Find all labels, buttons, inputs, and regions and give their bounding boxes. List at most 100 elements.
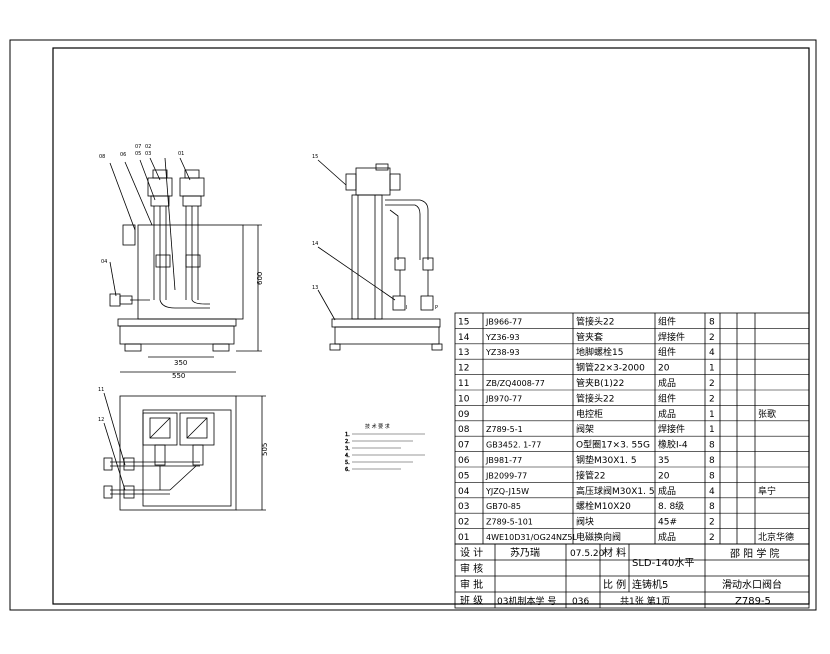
parts-cell-code: 4WE10D31/OG24NZ5L (486, 533, 578, 542)
tb-material-label: 材 料 (603, 546, 626, 559)
parts-cell-code: JB2099-77 (485, 471, 527, 480)
parts-cell-qty: 成品 (658, 377, 676, 389)
parts-cell-name: 高压球阀M30X1. 5 (576, 485, 655, 497)
parts-cell-qty: 20 (658, 471, 670, 481)
parts-cell-no: 08 (458, 425, 470, 435)
note-number: 3. (345, 446, 350, 452)
parts-cell-mat: 2 (709, 518, 715, 528)
tb-designer: 苏乃瑞 (510, 546, 540, 559)
parts-cell-no: 07 (458, 441, 469, 451)
front-dim-labels: 350 550 600 (172, 272, 264, 380)
balloon-01: 01 (178, 151, 184, 157)
parts-cell-name: 钢垫M30X1. 5 (576, 454, 637, 466)
parts-cell-name: 阀块 (576, 516, 594, 528)
parts-cell-no: 13 (458, 348, 469, 358)
parts-cell-no: 01 (458, 533, 469, 543)
parts-cell-mat: 2 (709, 333, 715, 343)
parts-cell-qty: 组件 (658, 346, 676, 358)
parts-cell-no: 05 (458, 471, 469, 481)
parts-cell-mat: 8 (709, 471, 715, 481)
front-view (109, 157, 262, 373)
notes-title: 技 术 要 求 (365, 423, 390, 430)
parts-cell-name: 电控柜 (576, 408, 603, 420)
tb-sheets: 共1张 第1页 (620, 595, 670, 607)
parts-cell-code: YZ38-93 (485, 348, 520, 357)
parts-cell-note: 张歌 (758, 408, 776, 420)
tb-design-label: 设 计 (460, 546, 483, 559)
plan-balloons: 11 12 (98, 387, 104, 423)
note-number: 5. (345, 460, 350, 466)
balloon-13: 13 (312, 285, 318, 291)
parts-cell-no: 03 (458, 502, 469, 512)
mark-i: I (406, 305, 407, 311)
parts-cell-qty: 成品 (658, 485, 676, 497)
parts-cell-code: JB981-77 (485, 456, 522, 465)
balloon-03: 03 (145, 151, 151, 157)
parts-cell-code: JB966-77 (485, 317, 522, 326)
note-number: 6. (345, 467, 350, 473)
parts-cell-name: 电磁换向阀 (576, 531, 621, 543)
parts-cell-qty: 焊接件 (658, 423, 685, 435)
parts-cell-mat: 2 (709, 533, 715, 543)
parts-cell-no: 04 (458, 487, 470, 497)
parts-cell-mat: 2 (709, 379, 715, 389)
technical-notes: 技 术 要 求 1.2.3.4.5.6. (345, 423, 425, 473)
parts-cell-name: 接管22 (576, 469, 605, 481)
tb-draw-label: 审 核 (460, 562, 483, 575)
plan-view (103, 392, 266, 511)
parts-cell-name: 管夹B(1)22 (576, 377, 624, 389)
dim-width-outer: 550 (172, 372, 185, 380)
parts-cell-mat: 8 (709, 317, 715, 327)
balloon-11: 11 (98, 387, 104, 393)
parts-cell-qty: 组件 (658, 315, 676, 327)
parts-cell-no: 11 (458, 379, 469, 389)
title-block (454, 543, 810, 609)
balloon-05: 05 (135, 151, 141, 157)
front-balloons: 08 06 07 05 02 03 01 04 (99, 144, 184, 265)
balloon-14: 14 (312, 241, 318, 247)
parts-cell-mat: 8 (709, 456, 715, 466)
tb-date: 07.5.20 (570, 549, 605, 559)
parts-cell-no: 09 (458, 410, 470, 420)
parts-cell-name: 钢管22×3-2000 (576, 362, 645, 374)
parts-cell-name: 螺栓M10X20 (576, 500, 631, 512)
balloon-15: 15 (312, 154, 318, 160)
balloon-06: 06 (120, 152, 126, 158)
parts-cell-name: 管接头22 (576, 315, 614, 327)
parts-cell-code: Z789-5-101 (486, 518, 533, 527)
tb-class-label: 班 级 (460, 595, 483, 607)
tb-check-label: 审 批 (460, 578, 483, 591)
parts-cell-mat: 2 (709, 394, 715, 404)
note-number: 1. (345, 432, 350, 438)
parts-cell-mat: 8 (709, 502, 715, 512)
parts-cell-no: 14 (458, 333, 470, 343)
side-balloons: 15 14 13 I P (312, 154, 438, 311)
parts-cell-no: 06 (458, 456, 470, 466)
parts-cell-qty: 8. 8级 (658, 500, 684, 512)
tb-school: 邵 阳 学 院 (730, 547, 780, 560)
parts-cell-code: YJZQ-J15W (485, 487, 529, 496)
balloon-07: 07 (135, 144, 141, 150)
parts-cell-name: 管接头22 (576, 392, 614, 404)
parts-cell-qty: 成品 (658, 408, 676, 420)
title-block-text: 设 计 苏乃瑞 07.5.20 材 料 SLD-140水平 邵 阳 学 院 审 … (460, 546, 782, 607)
parts-cell-no: 10 (458, 394, 470, 404)
balloon-04: 04 (101, 259, 107, 265)
parts-cell-no: 02 (458, 518, 469, 528)
dim-width-inner: 350 (174, 359, 187, 367)
tb-student-no: 036 (572, 597, 589, 607)
tb-scale-label: 比 例 (603, 578, 626, 591)
parts-cell-qty: 20 (658, 364, 670, 374)
parts-cell-mat: 4 (709, 348, 715, 358)
tb-material: SLD-140水平 (632, 557, 694, 569)
parts-cell-name: O型圈17×3. 55G (576, 440, 650, 451)
parts-cell-mat: 1 (709, 425, 715, 435)
mark-p: P (435, 305, 438, 311)
parts-cell-no: 15 (458, 317, 469, 327)
side-view (317, 159, 443, 351)
parts-cell-qty: 35 (658, 456, 669, 466)
parts-cell-qty: 成品 (658, 531, 676, 543)
outer-frame (9, 39, 817, 611)
